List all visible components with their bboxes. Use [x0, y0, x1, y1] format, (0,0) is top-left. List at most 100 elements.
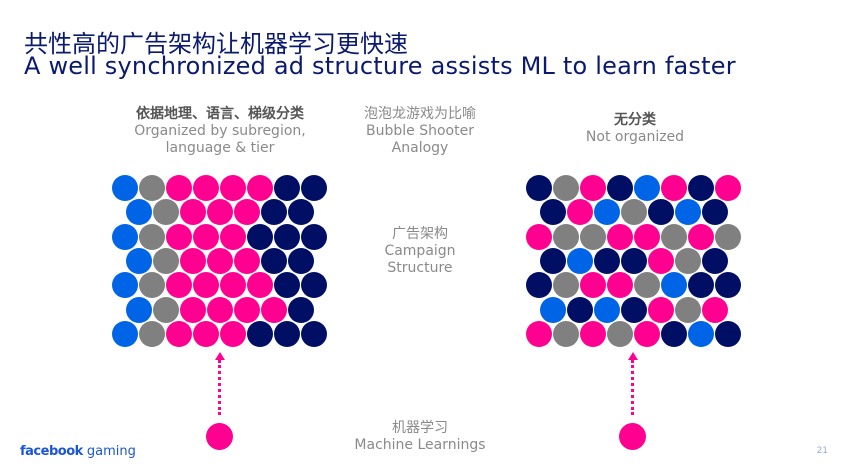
bubble [580, 175, 606, 201]
analogy-label-en1: Bubble Shooter [366, 123, 474, 139]
campaign-structure-cn: 广告架构 [392, 226, 448, 242]
bubble [674, 296, 701, 323]
bubble [647, 296, 674, 323]
title-english: A well synchronized ad structure assists… [24, 52, 736, 80]
bubble [166, 272, 192, 299]
bubble [301, 175, 327, 201]
bubble [260, 247, 287, 274]
bubble [620, 296, 647, 323]
bubble [607, 175, 633, 201]
campaign-structure-label: 广告架构 Campaign Structure [330, 226, 510, 277]
bubble [139, 320, 165, 347]
bubble [220, 223, 246, 250]
bubble [701, 247, 728, 274]
bubble [580, 272, 606, 299]
shooter-ball-right [619, 423, 646, 450]
bubble [715, 175, 741, 201]
bubble [220, 320, 246, 347]
bubble [287, 296, 314, 323]
unorganized-label: 无分类 Not organized [545, 112, 725, 146]
bubble [688, 272, 714, 299]
bubble [715, 272, 741, 299]
bubble [112, 175, 138, 201]
bubble [220, 175, 246, 201]
bubble [287, 247, 314, 274]
bubble [247, 272, 273, 299]
bubble [139, 175, 165, 201]
bubble [634, 223, 660, 250]
bubble [125, 247, 152, 274]
bubble [715, 320, 741, 347]
bubble [301, 223, 327, 250]
bubble [233, 199, 260, 226]
bubble [539, 296, 566, 323]
bubble [634, 272, 660, 299]
organized-label: 依据地理、语言、梯级分类 Organized by subregion, lan… [90, 106, 350, 157]
bubble [553, 320, 579, 347]
bubble [526, 223, 552, 250]
bubble [193, 272, 219, 299]
bubble [139, 223, 165, 250]
bubble [166, 223, 192, 250]
bubble [674, 199, 701, 226]
bubble [301, 272, 327, 299]
bubble [661, 223, 687, 250]
machine-learning-en: Machine Learnings [354, 437, 486, 453]
bubble [179, 247, 206, 274]
bubble [539, 199, 566, 226]
bubble [112, 320, 138, 347]
organized-label-cn: 依据地理、语言、梯级分类 [136, 106, 304, 122]
bubble [674, 247, 701, 274]
bubble [206, 247, 233, 274]
bubble [607, 320, 633, 347]
bubble [566, 247, 593, 274]
bubble [287, 199, 314, 226]
machine-learning-cn: 机器学习 [392, 420, 448, 436]
analogy-label: 泡泡龙游戏为比喻 Bubble Shooter Analogy [330, 106, 510, 157]
bubble [688, 223, 714, 250]
bubble [526, 320, 552, 347]
bubble [139, 272, 165, 299]
logo-brand: facebook [20, 444, 83, 459]
organized-label-en1: Organized by subregion, [134, 123, 306, 139]
dotted-arrow-right [631, 360, 634, 415]
bubble [152, 199, 179, 226]
bubble [553, 175, 579, 201]
bubble [112, 272, 138, 299]
bubble [193, 320, 219, 347]
bubble [274, 175, 300, 201]
bubble [580, 320, 606, 347]
bubble [539, 247, 566, 274]
bubble [688, 320, 714, 347]
bubble [260, 199, 287, 226]
bubble [233, 247, 260, 274]
logo-suffix: gaming [86, 444, 136, 459]
bubble [701, 296, 728, 323]
bubble [620, 199, 647, 226]
bubble [179, 199, 206, 226]
bubble [593, 199, 620, 226]
bubble [620, 247, 647, 274]
bubble [647, 199, 674, 226]
arrowhead-icon [628, 352, 638, 360]
analogy-label-en2: Analogy [391, 140, 449, 156]
bubble [125, 296, 152, 323]
campaign-structure-en1: Campaign [384, 243, 456, 259]
bubble [526, 175, 552, 201]
bubble [634, 320, 660, 347]
bubble [125, 199, 152, 226]
bubble [152, 296, 179, 323]
bubble [580, 223, 606, 250]
bubble [166, 175, 192, 201]
bubble [274, 320, 300, 347]
bubble [274, 223, 300, 250]
bubble [715, 223, 741, 250]
page-number: 21 [816, 446, 828, 456]
bubble [607, 272, 633, 299]
bubble [152, 247, 179, 274]
bubble [526, 272, 552, 299]
bubble [193, 175, 219, 201]
bubble [661, 320, 687, 347]
bubble [566, 199, 593, 226]
